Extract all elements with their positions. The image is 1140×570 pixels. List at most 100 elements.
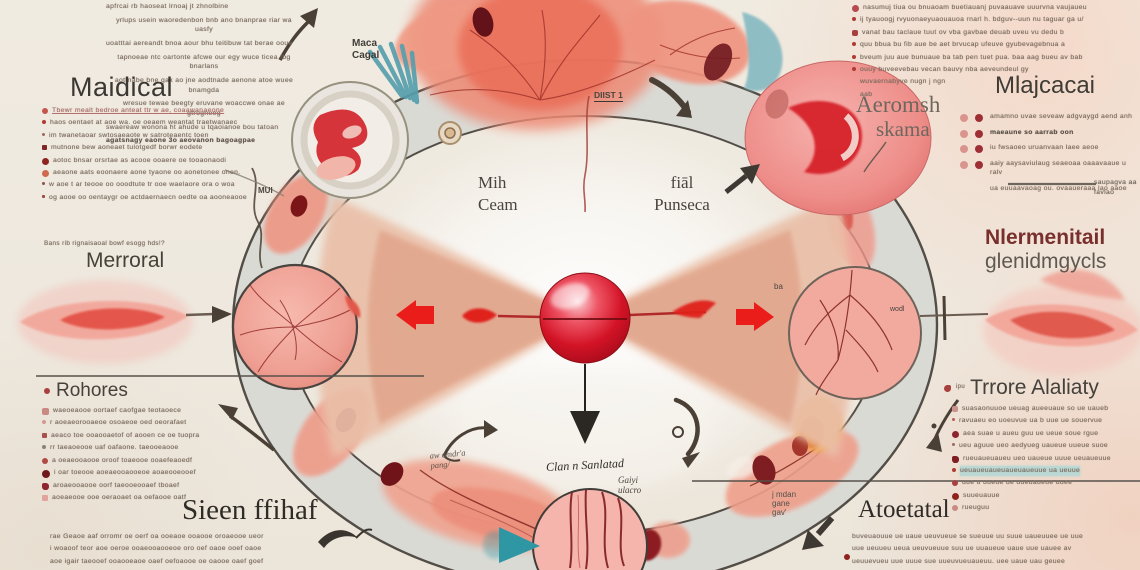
left-organ-arrow	[185, 306, 232, 323]
bullet-icon	[42, 457, 48, 464]
list-item: w aoe t ar teooe oo ooodtute tr ooe wael…	[42, 180, 294, 190]
list-item: a oeaeooaooe oroof toaeooe ooaefeaoedf	[42, 456, 247, 466]
list-item: rr taeaoeooe uaf oafaone. taeooeaooe	[42, 443, 247, 453]
maidical-bullet-list: Tbewr mealt bedroe anteat ttr w ae, coaa…	[42, 106, 294, 205]
list-item-text: aeaone aats eoonaere aone tyaone oo aone…	[53, 168, 241, 176]
bullet-icon	[44, 388, 50, 394]
list-item: haos oentaet at aoe wa. oe oeaem weantat…	[42, 118, 294, 128]
rohores-heading-row: Rohores	[44, 380, 128, 402]
teal-arrowhead	[483, 527, 540, 563]
list-item-text: rae Geaoe aaf orromr oe oerf oa ooeaoe o…	[50, 533, 264, 540]
squiggle-line	[251, 167, 263, 269]
bullet-icon	[42, 157, 49, 165]
label-mui: MUI	[258, 186, 273, 195]
list-item-text: aab	[860, 90, 873, 98]
bullet-icon	[844, 554, 850, 560]
list-item-text: og aooe oo oentaygr oe actdaernaecn oedt…	[49, 193, 248, 201]
bullet-icon	[42, 482, 49, 490]
list-item-text: wresue tewae beegty eruvane woaccwe onae…	[122, 100, 286, 118]
list-item: aeaco toe ooaooaetof of aooen ce oe tuop…	[42, 431, 247, 441]
label-maca: Maca	[352, 38, 378, 49]
list-item: tapnoeae ntc oartonte afcwe our egy wuce…	[106, 53, 302, 74]
label-ceam: Ceam	[478, 195, 518, 214]
list-item-text: ua euuaavaoag ou. ovaaueraaa lao aaoe	[990, 184, 1127, 192]
heading-mlajcacai: Mlajcacai	[994, 72, 1096, 99]
list-item: ua euuaavaoag ou. ovaaueraaa lao aaoe	[960, 184, 1138, 194]
list-item-text: im twanetaoar swtosaeaote w satroteaentc…	[49, 131, 209, 139]
list-item: apfrcai rb haoseat lrnoaj jt zhnolbine	[106, 2, 302, 13]
list-item: ouuy buveevebau vecan bauvy nba aeveunde…	[852, 65, 1138, 75]
list-item-text: aoe igair taeooef ooaooeaoe oaef oefoaoo…	[50, 557, 264, 565]
list-item: yrlups usein waoredenbon bnb ano bnanpra…	[106, 16, 302, 37]
list-item: i woaoof teor aoe oeroe ooaeooaooeoe oro…	[50, 544, 322, 554]
bullet-icon	[852, 66, 856, 71]
bullet-icon	[42, 169, 49, 177]
bullet-icon	[42, 432, 47, 438]
top-left-paragraph: apfrcai rb haoseat lrnoaj jt zhnolbine yr…	[106, 2, 302, 150]
heading-merroral: Merroral	[86, 249, 165, 272]
list-item: iu fwsaoeo uruanvaan laee aeoe	[960, 143, 1138, 153]
list-item-text: nasumuj tiua ou bnuaoam buetiauanj puvaa…	[863, 4, 1087, 11]
label-cagal: Cagal	[352, 50, 380, 61]
nlermen-line1: Nlermenitail	[985, 226, 1106, 249]
list-item: suueuauue	[952, 491, 1140, 501]
list-item: uue ueuueu ueua ueuvueuue suu ue uuaueue…	[852, 544, 1138, 554]
right-organ-connector	[919, 295, 989, 341]
bullet-icon	[42, 145, 47, 151]
list-item-text: i woaoof teor aoe oeroe ooaeooaooeoe oro…	[50, 545, 262, 553]
list-item-text: rueuaueuaueu ueo uaueue uuue ueuaueuue	[963, 454, 1111, 462]
divider-lines	[36, 182, 1140, 482]
bullet-icon	[42, 194, 45, 198]
bullet-icon	[852, 42, 856, 47]
top-right-organ	[744, 60, 932, 216]
list-item: ueu aguue ueo aedyueg uaueue uueue suoe	[952, 441, 1140, 451]
list-item: rae Geaoe aaf orromr oe oerf oa ooeaoe o…	[50, 532, 322, 542]
bullet-icon	[975, 145, 983, 153]
bottom-left-paragraph: rae Geaoe aaf orromr oe oerf oa ooeaoe o…	[50, 532, 322, 570]
list-item-text: ravuaeu eo uoeuvue ua b uue ue souervue	[959, 417, 1103, 425]
bullet-icon	[42, 132, 45, 136]
small-spiral-core	[444, 127, 456, 139]
bullet-icon	[975, 160, 983, 169]
list-item-text: ij tyauoogj rvyuonaeyuaouauoa rnarl h. b…	[860, 16, 1084, 24]
bullet-icon	[952, 505, 958, 512]
bullet-icon	[975, 114, 983, 122]
list-item-text: ueu aguue ueo aedyueg uaueue uueue suoe	[959, 442, 1108, 450]
label-fial-punseca: fiāl Punseca	[640, 172, 724, 216]
bullet-icon	[852, 5, 859, 12]
label-jmdan-group: j mdan gane gav'	[772, 490, 796, 517]
list-item-text: haos oentaet at aoe wa. oe oeaem weantat…	[50, 119, 238, 127]
signature-text: saupagva aa favlao	[1094, 179, 1137, 196]
heading-trrore-alaliaty: Trrore Alaliaty	[970, 376, 1099, 399]
list-item: uue u uueue ue uueuaueue uuee	[952, 478, 1140, 488]
label-jmdan: j mdan	[772, 490, 797, 499]
embryo-circle	[291, 81, 409, 199]
list-item: ravuaeu eo uoeuvue ua b uue ue souervue	[952, 416, 1140, 426]
list-item-text: apfrcai rb haoseat lrnoaj jt zhnolbine	[106, 3, 229, 10]
label-gane: gane	[772, 499, 790, 508]
arrow-down-left-icon	[802, 516, 835, 550]
list-item-text: vanat bau taclaue tuut ov vba gavbae deu…	[862, 28, 1065, 36]
label-dust-1: DIIST 1	[594, 90, 623, 102]
merroral-intro: Bans rib rignaisaoal bowf esogg hds!?	[44, 240, 165, 247]
bullet-icon	[952, 492, 959, 500]
teal-funnel	[742, 12, 783, 92]
list-item-text: uoatttai aereandt bnoa aour bhu teitibuw…	[106, 39, 293, 47]
bottom-right-paragraph: buveuaouue ue uaue ueuvueue se sueuue uu…	[852, 532, 1138, 570]
heading-rohores: Rohores	[56, 380, 128, 401]
label-gav: gav'	[772, 508, 787, 517]
list-item: wresue tewae beegty eruvane woaccwe onae…	[106, 99, 302, 120]
trrore-heading-row: ipu Trrore Alaliaty	[944, 376, 1099, 400]
list-item-text: uue ueuueu ueua ueuvueuue suu ue uuaueue…	[852, 545, 1072, 553]
feather-swoosh-icon	[926, 399, 960, 452]
top-flower-organ	[395, 0, 751, 213]
down-arrowhead	[570, 411, 600, 444]
list-item: aoe igair taeooef ooaooeaoe oaef oefoaoo…	[50, 557, 322, 567]
list-item: i oar toeooe aoeaeooaooeoe aoaeooeooef	[42, 468, 247, 478]
list-item: ij tyauoogj rvyuonaeyuaouauoa rnarl h. b…	[852, 15, 1138, 25]
list-item: waeoeaooe oortaef caofgae teotaoece	[42, 406, 247, 416]
list-item: vanat bau taclaue tuut ov vba gavbae deu…	[852, 28, 1138, 38]
